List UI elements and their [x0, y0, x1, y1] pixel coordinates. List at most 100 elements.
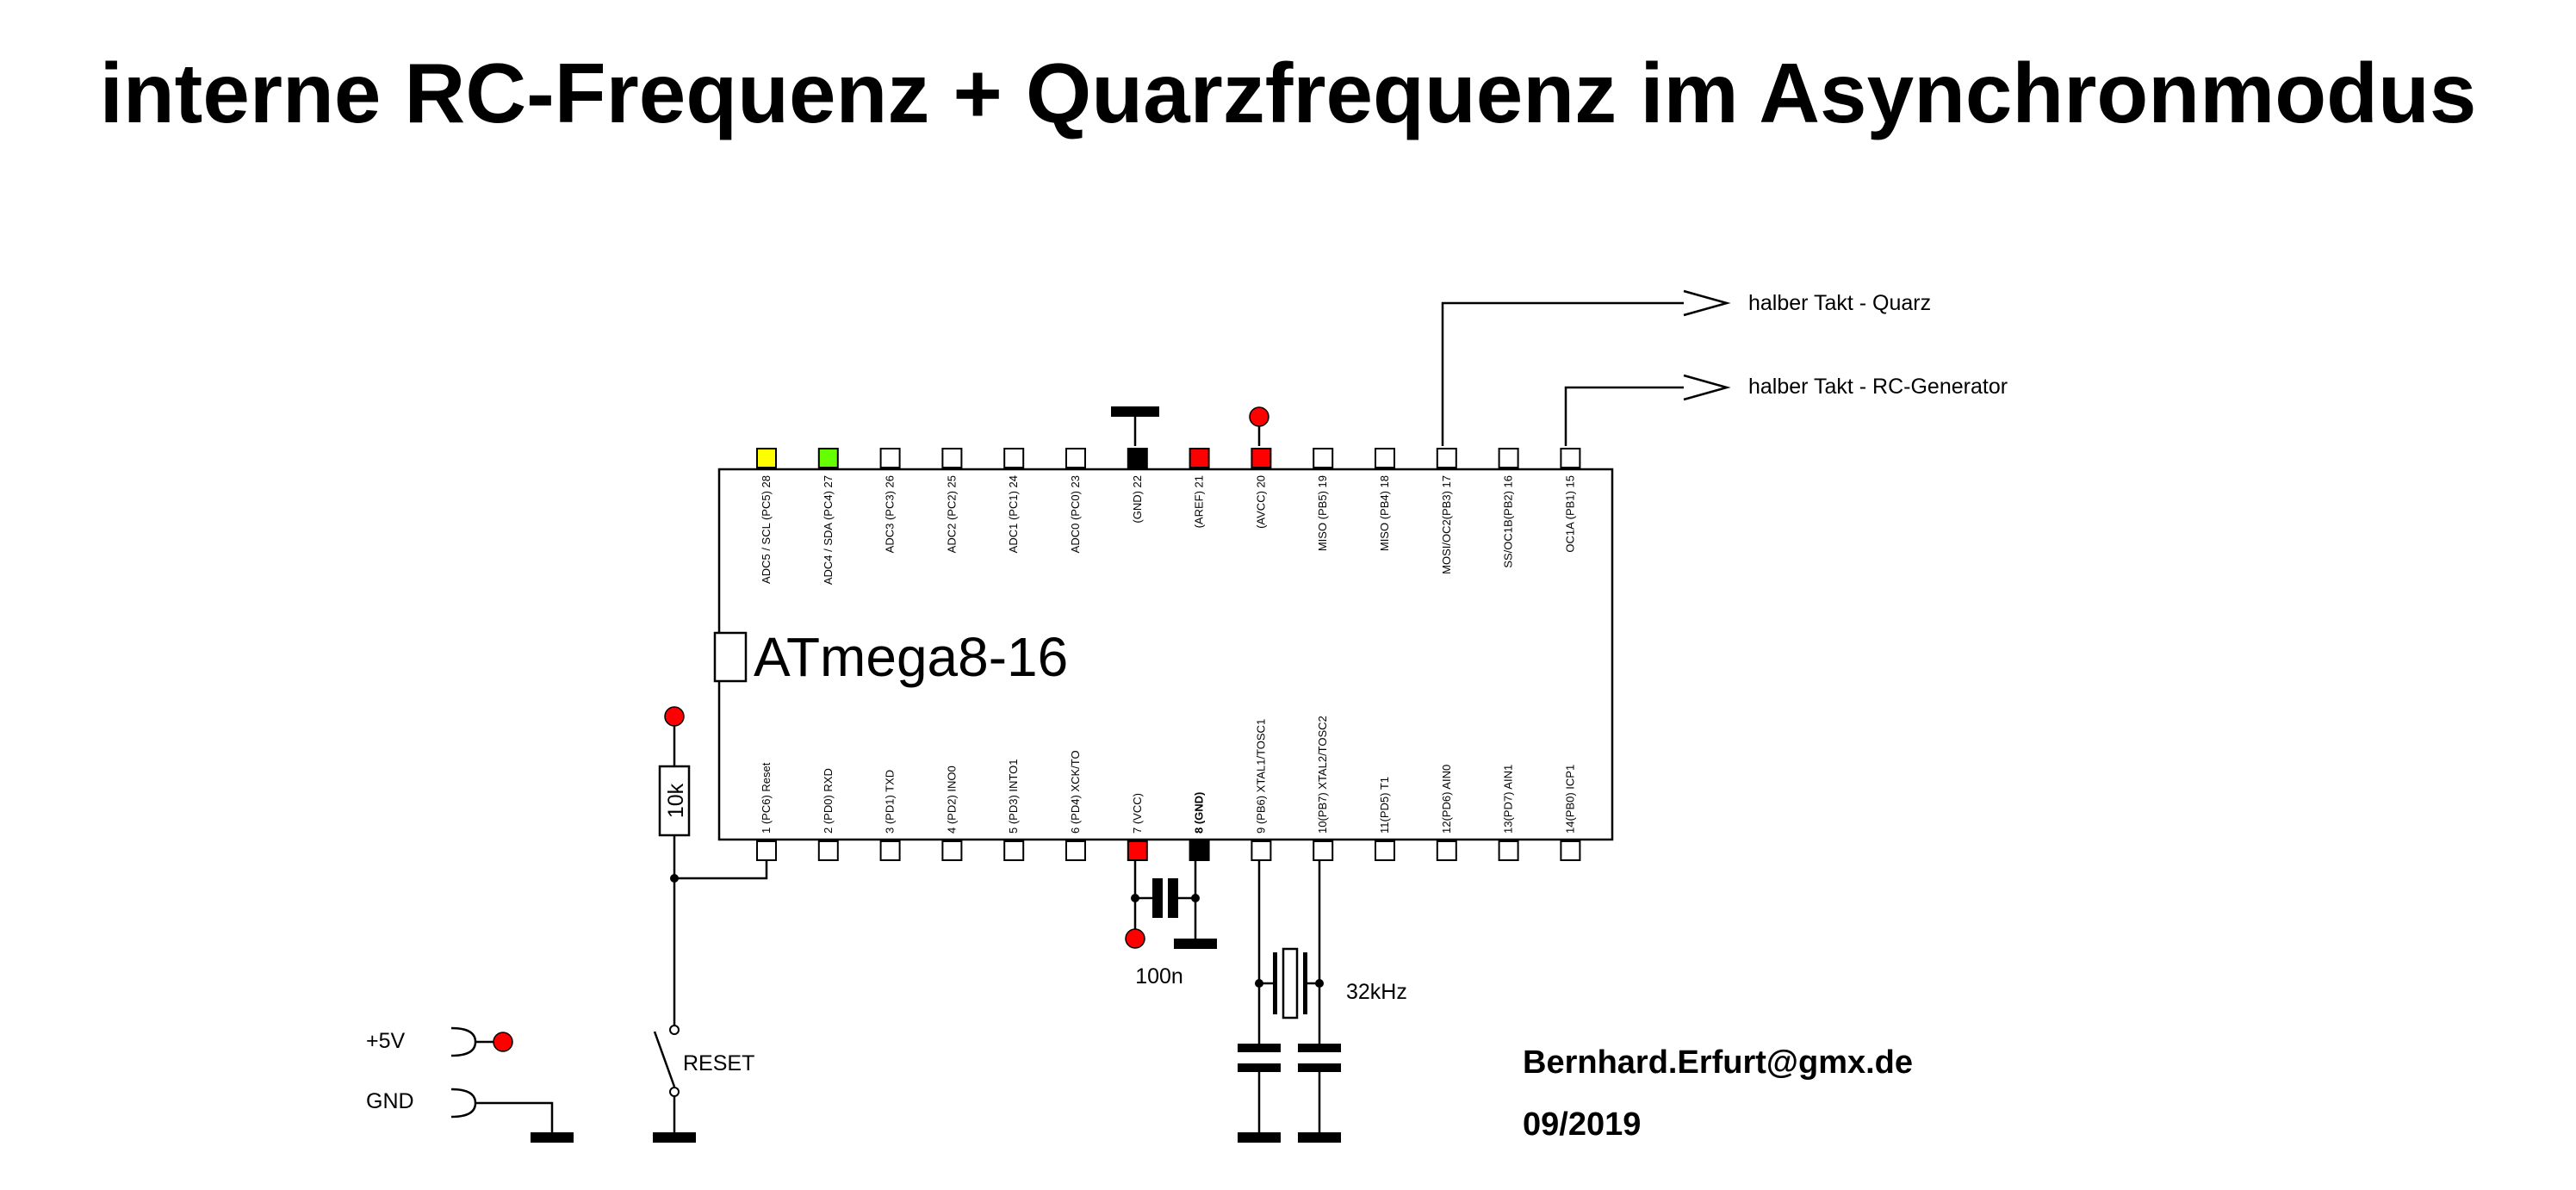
top-pin-label: MISO (PB4) 18	[1378, 475, 1391, 551]
bottom-pin	[1560, 840, 1581, 861]
bottom-pin-label: 12(PD6) AIN0	[1440, 765, 1453, 834]
top-pin	[817, 448, 839, 468]
author-label: Bernhard.Erfurt@gmx.de	[1523, 1044, 1913, 1081]
vplus-dot	[493, 1032, 513, 1052]
top-pin-label: ADC2 (PC2) 25	[945, 475, 958, 553]
avcc-vcc-dot	[1249, 406, 1269, 427]
bottom-pin	[1436, 840, 1457, 861]
gnd-ground-bar	[531, 1132, 574, 1143]
cap-right-junction	[1191, 894, 1200, 902]
gnd-label: GND	[366, 1089, 414, 1113]
chip-notch	[713, 631, 748, 683]
bottom-pin-label: 9 (PB6) XTAL1/TOSC1	[1254, 719, 1267, 834]
bottom-pin	[1375, 840, 1395, 861]
switch-top-contact	[669, 1025, 680, 1035]
bottom-pin-label: 3 (PD1) TXD	[884, 770, 897, 834]
bottom-pin	[1065, 840, 1086, 861]
quarz-output-wire	[1441, 301, 1684, 446]
bottom-pin-label: 6 (PD4) XCK/TO	[1069, 750, 1082, 834]
gnd-wire	[475, 1101, 554, 1132]
quarz-output-label: halber Takt - Quarz	[1748, 291, 1931, 315]
top-pin-label: ADC4 / SDA (PC4) 27	[822, 475, 835, 585]
top-pin-label: ADC1 (PC1) 24	[1007, 475, 1020, 553]
top-pin	[1436, 448, 1457, 468]
bottom-pin-label: 8 (GND)	[1193, 792, 1206, 834]
cap-plate-right	[1168, 878, 1178, 918]
top-pin	[1003, 448, 1025, 468]
bottom-pin	[1127, 840, 1148, 861]
top-pins: ADC5 / SCL (PC5) 28 ADC4 / SDA (PC4) 27 AD…	[756, 448, 1581, 585]
crystal-right-junction	[1315, 979, 1324, 988]
reset-vcc-dot	[664, 706, 685, 727]
top-pin-label: (AVCC) 20	[1254, 475, 1267, 529]
top-pin	[1251, 448, 1272, 468]
top-pin-label: SS/OC1B(PB2) 16	[1502, 475, 1515, 568]
top-pin-label: ADC5 / SCL (PC5) 28	[760, 475, 773, 584]
bottom-pin-label: 5 (PD3) INTO1	[1007, 759, 1020, 834]
vcc7-dot	[1125, 928, 1145, 949]
top-pin-label: MOSI/OC2(PB3) 17	[1440, 475, 1453, 574]
bottom-pin-label: 1 (PC6) Reset	[760, 762, 773, 834]
bottom-pin	[1189, 840, 1210, 861]
switch-bottom-contact	[669, 1087, 680, 1097]
chip-name: ATmega8-16	[754, 626, 1068, 688]
top-pin	[1065, 448, 1086, 468]
bottom-pin	[1251, 840, 1272, 861]
load-cap1-ground-bar	[1238, 1132, 1281, 1143]
load-cap2-bottom	[1298, 1063, 1341, 1072]
top-pin	[1313, 448, 1334, 468]
vplus-terminal	[450, 1026, 477, 1057]
top-pin-label: OC1A (PB1) 15	[1563, 475, 1576, 553]
bottom-pin-label: 11(PD5) T1	[1378, 777, 1391, 834]
bottom-pin	[1498, 840, 1519, 861]
bottom-pin	[1003, 840, 1025, 861]
gnd-terminal	[450, 1088, 477, 1119]
rc-output-arrow	[1683, 374, 1731, 401]
top-pin	[1560, 448, 1581, 468]
chip-body	[717, 468, 1614, 841]
bottom-pin-label: 7 (VCC)	[1131, 793, 1144, 834]
date-label: 09/2019	[1523, 1106, 1641, 1143]
load-cap2-ground-bar	[1298, 1132, 1341, 1143]
rc-output-wire	[1564, 386, 1684, 446]
top-pin-label: (GND) 22	[1131, 475, 1144, 524]
bottom-pin-label: 4 (PD2) INO0	[945, 765, 958, 834]
bottom-pin	[756, 840, 777, 861]
bottom-pin-label: 10(PB7) XTAL2/TOSC2	[1316, 716, 1329, 834]
top-pin	[756, 448, 777, 468]
crystal-plate-left	[1273, 952, 1277, 1014]
bottom-pin-label: 14(PB0) ICP1	[1563, 765, 1576, 834]
vplus-label: +5V	[366, 1029, 406, 1053]
load-cap1-top	[1238, 1044, 1281, 1052]
crystal-body	[1282, 947, 1299, 1020]
gnd22-ground-bar	[1111, 406, 1159, 417]
resistor-label: 10k	[664, 783, 688, 818]
load-cap2-top	[1298, 1044, 1341, 1052]
cap-plate-left	[1152, 878, 1163, 918]
top-pin-label: ADC0 (PC0) 23	[1069, 475, 1082, 553]
top-pin	[879, 448, 901, 468]
cap-left-junction	[1131, 894, 1139, 902]
top-pin	[1127, 448, 1148, 468]
top-pin-label: MISO (PB5) 19	[1316, 475, 1329, 551]
top-pin	[1375, 448, 1395, 468]
quarz-output-arrow	[1683, 289, 1731, 317]
bottom-pin	[1313, 840, 1334, 861]
switch-lever	[653, 1031, 676, 1088]
crystal-label: 32kHz	[1346, 980, 1407, 1004]
top-pin	[1498, 448, 1519, 468]
crystal-plate-right	[1303, 952, 1307, 1014]
top-pin	[941, 448, 963, 468]
capacitor-label: 100n	[1135, 964, 1183, 989]
crystal-left-junction	[1255, 979, 1263, 988]
gnd8-ground-bar	[1174, 939, 1217, 949]
top-pin-label: ADC3 (PC3) 26	[884, 475, 897, 553]
diagram-title: interne RC-Frequenz + Quarzfrequenz im A…	[99, 46, 2477, 140]
rc-output-label: halber Takt - RC-Generator	[1748, 375, 2008, 399]
bottom-pin	[941, 840, 963, 861]
load-cap1-bottom	[1238, 1063, 1281, 1072]
top-pin	[1189, 448, 1210, 468]
reset-switch-label: RESET	[683, 1051, 754, 1075]
